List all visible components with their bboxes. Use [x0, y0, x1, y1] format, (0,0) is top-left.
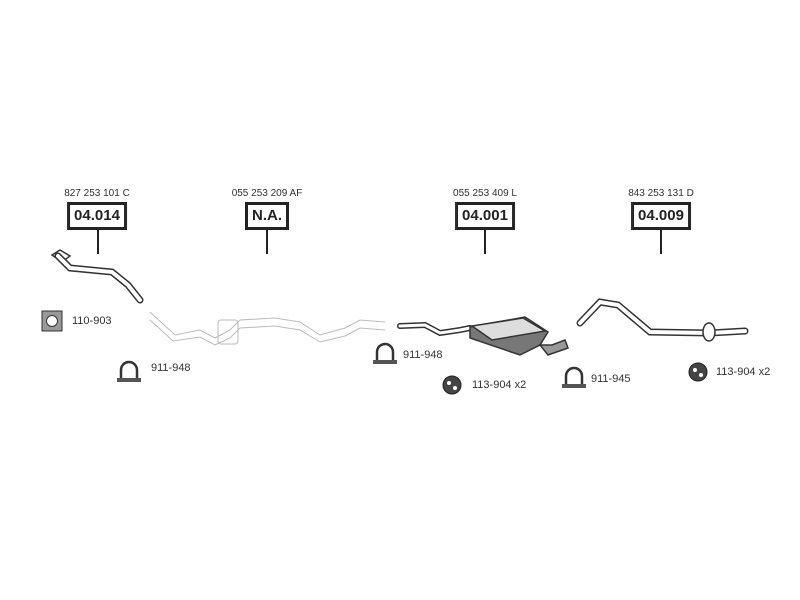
part-oem-number: 843 253 131 D	[628, 188, 694, 199]
clamp-icon	[373, 342, 397, 364]
leader-line	[484, 230, 486, 254]
clamp-icon	[117, 360, 141, 382]
part-oem-number: 055 253 209 AF	[231, 188, 303, 199]
middle-silencer-drawing	[397, 316, 569, 356]
leader-line	[660, 230, 662, 254]
accessory-label[interactable]: 911-948	[151, 362, 191, 374]
rubber-mount-icon	[688, 362, 708, 382]
part-code-box[interactable]: 04.001	[455, 202, 515, 230]
accessory-label[interactable]: 110-903	[72, 315, 112, 327]
leader-line	[266, 230, 268, 254]
part-code-box[interactable]: N.A.	[245, 202, 289, 230]
center-pipe-drawing	[149, 311, 386, 346]
leader-line	[97, 230, 99, 254]
accessory-label[interactable]: 911-948	[403, 349, 443, 361]
clamp-icon	[562, 366, 586, 388]
rear-pipe-drawing	[576, 298, 749, 342]
part-oem-number: 827 253 101 C	[64, 188, 130, 199]
part-oem-number: 055 253 409 L	[453, 188, 517, 199]
part-code-box[interactable]: 04.014	[67, 202, 127, 230]
accessory-label[interactable]: 911-945	[591, 373, 631, 385]
part-code-box[interactable]: 04.009	[631, 202, 691, 230]
gasket-icon	[41, 310, 63, 332]
front-pipe-drawing	[50, 249, 144, 304]
rubber-mount-icon	[442, 375, 462, 395]
accessory-label[interactable]: 113-904 x2	[472, 379, 527, 391]
accessory-label[interactable]: 113-904 x2	[716, 366, 771, 378]
